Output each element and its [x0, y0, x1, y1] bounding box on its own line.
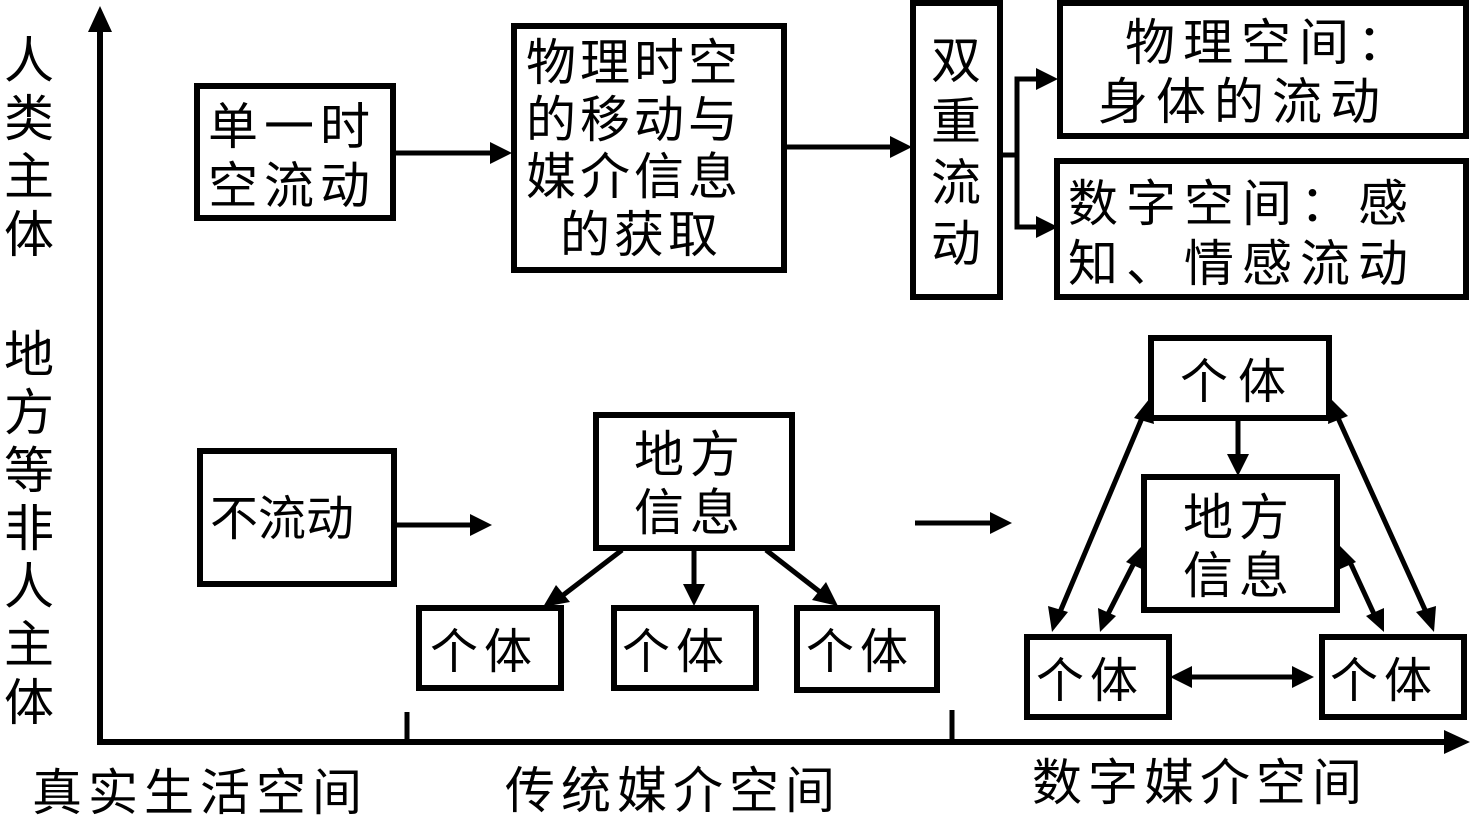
box-text-line: 身体的流动: [1098, 73, 1388, 131]
box-text-line: 的获取: [560, 206, 722, 264]
box-digital-hub: 地方 信息: [1141, 474, 1340, 613]
x-label-traditional-media-space: 传统媒介空间: [505, 762, 841, 820]
box-dual-flow: 双 重 流 动: [910, 0, 1003, 300]
arrowhead-icon: [1227, 454, 1249, 476]
arrowhead-icon: [490, 142, 512, 164]
box-physical-media: 物理时空 的移动与 媒介信息 的获取: [511, 23, 787, 273]
box-no-flow: 不流动: [197, 448, 397, 587]
box-text-line: 个体: [622, 624, 730, 680]
y-label-char: 地: [4, 326, 54, 384]
box-single-flow: 单一时 空流动: [194, 83, 396, 221]
box-traditional-individual-1: 个体: [416, 605, 564, 691]
box-text-line: 个体: [1036, 653, 1144, 709]
arrowhead-icon: [990, 512, 1012, 534]
arrowhead-icon: [1338, 546, 1356, 570]
box-text-line: 个体: [806, 624, 914, 680]
box-text-line: 重: [931, 93, 981, 151]
box-text-line: 流: [931, 154, 981, 212]
box-text-line: 双: [931, 32, 981, 90]
arrow-hub-right-bidirectional: [1347, 560, 1377, 616]
connector-to-physical-space: [1000, 76, 1036, 158]
box-text-line: 物理时空: [526, 34, 742, 92]
box-text-line: 媒介信息: [526, 148, 742, 206]
arrowhead-icon: [1036, 216, 1058, 238]
y-label-char: 人: [4, 558, 54, 616]
y-label-char: 方: [4, 384, 54, 442]
box-digital-left-individual: 个体: [1024, 634, 1172, 720]
x-label-real-life-space: 真实生活空间: [32, 764, 368, 820]
y-label-char: 体: [4, 674, 54, 732]
box-text-line: 空流动: [208, 157, 376, 215]
connector-to-digital-space: [1014, 155, 1036, 230]
arrowhead-icon: [1048, 606, 1068, 632]
arrowhead-icon: [1328, 398, 1348, 424]
box-text-line: 不流动: [210, 491, 354, 547]
box-text-line: 个体: [1180, 354, 1296, 410]
arrowhead-icon: [1170, 666, 1192, 688]
box-digital-top-individual: 个体: [1148, 335, 1332, 421]
box-text-line: 动: [931, 215, 981, 273]
arrowhead-icon: [1366, 608, 1384, 632]
y-label-char: 主: [4, 148, 54, 206]
arrowhead-icon: [812, 582, 838, 606]
arrowhead-icon: [543, 585, 570, 607]
box-physical-space: 物理空间： 身体的流动: [1057, 0, 1469, 139]
box-text-line: 数字空间：感: [1068, 175, 1416, 233]
arrow-top-left-bidirectional: [1057, 417, 1145, 613]
box-digital-space: 数字空间：感 知、情感流动: [1054, 158, 1469, 300]
y-label-char: 人: [4, 32, 54, 90]
y-axis-arrowhead-icon: [88, 6, 112, 32]
y-label-place: 地 方 等 非 人 主 体: [4, 326, 54, 732]
box-text-line: 个体: [1330, 653, 1438, 709]
box-traditional-individual-2: 个体: [611, 605, 759, 691]
y-label-char: 等: [4, 442, 54, 500]
arrowhead-icon: [1126, 546, 1144, 570]
arrowhead-icon: [1134, 398, 1154, 424]
box-text-line: 地方: [1183, 489, 1295, 547]
arrowhead-icon: [1416, 606, 1436, 632]
box-traditional-hub: 地方 信息: [593, 412, 795, 551]
arrow-hub-to-individual-1: [560, 548, 624, 598]
y-label-char: 体: [4, 206, 54, 264]
y-label-char: 非: [4, 500, 54, 558]
box-traditional-individual-3: 个体: [794, 605, 940, 693]
box-text-line: 地方: [634, 426, 746, 484]
arrowhead-icon: [470, 514, 492, 536]
box-text-line: 信息: [634, 484, 746, 542]
arrow-hub-to-individual-3: [764, 548, 822, 594]
x-axis-arrowhead-icon: [1444, 730, 1470, 754]
box-text-line: 物理空间：: [1125, 14, 1415, 72]
y-label-human: 人 类 主 体: [4, 32, 54, 264]
box-text-line: 个体: [430, 624, 538, 680]
box-digital-right-individual: 个体: [1319, 634, 1467, 720]
arrowhead-icon: [1036, 68, 1058, 90]
arrowhead-icon: [1292, 666, 1314, 688]
arrowhead-icon: [1098, 608, 1116, 632]
box-text-line: 信息: [1183, 547, 1295, 605]
box-text-line: 的移动与: [526, 91, 742, 149]
arrow-hub-left-bidirectional: [1105, 561, 1137, 616]
box-text-line: 单一时: [208, 98, 376, 156]
arrowhead-icon: [890, 136, 912, 158]
y-label-char: 主: [4, 616, 54, 674]
x-label-digital-media-space: 数字媒介空间: [1032, 754, 1368, 812]
arrow-top-right-bidirectional: [1335, 416, 1429, 614]
y-label-char: 类: [4, 90, 54, 148]
box-text-line: 知、情感流动: [1068, 235, 1416, 293]
arrowhead-icon: [683, 584, 705, 606]
